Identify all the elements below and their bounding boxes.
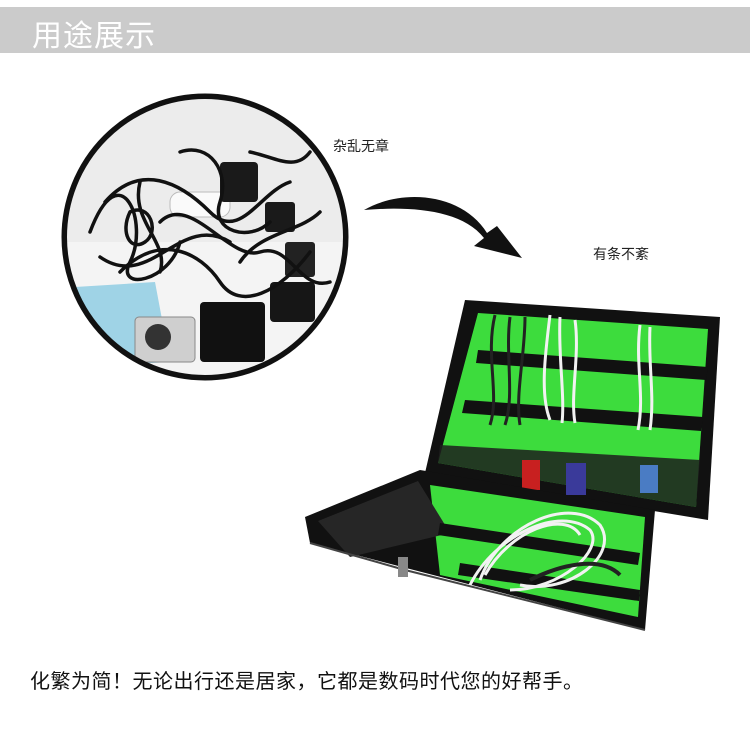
label-tidy: 有条不紊 xyxy=(593,247,649,263)
caption-text: 化繁为简！无论出行还是居家，它都是数码时代您的好帮手。 xyxy=(30,669,584,693)
header-title: 用途展示 xyxy=(32,19,156,54)
curved-arrow-icon xyxy=(364,197,522,258)
cable-organizer-bag-photo xyxy=(305,300,720,631)
header-bar: 用途展示 xyxy=(0,7,750,54)
tangled-cables-photo xyxy=(61,93,349,381)
label-messy: 杂乱无章 xyxy=(333,139,389,155)
